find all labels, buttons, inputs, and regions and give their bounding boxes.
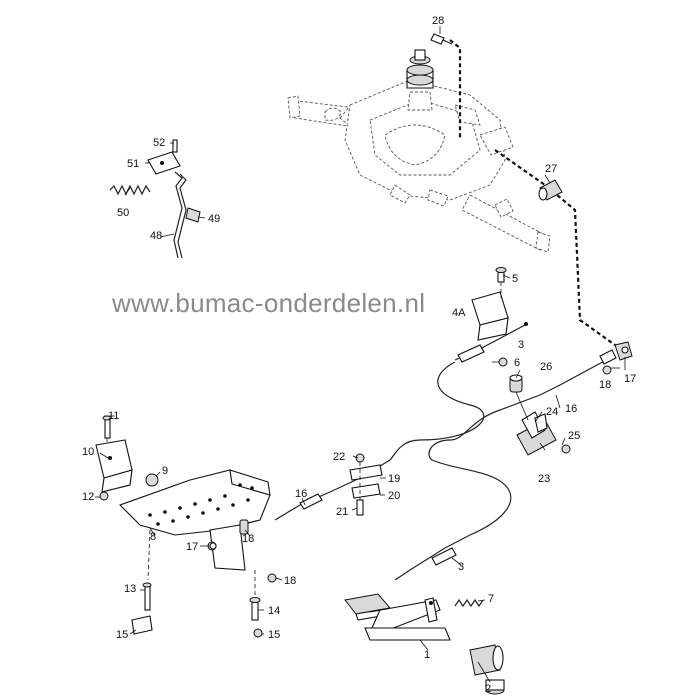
callout-13: 13 [124, 583, 136, 595]
callout-7: 7 [488, 593, 494, 605]
leader-lines [95, 26, 626, 651]
callout-16-left: 16 [295, 488, 307, 500]
foot-plate-part-8 [95, 415, 277, 638]
callout-15-right: 15 [268, 629, 280, 641]
washer-part-18-right [602, 365, 612, 375]
callout-14: 14 [268, 605, 280, 617]
callout-50: 50 [117, 207, 129, 219]
callout-18-top: 18 [242, 533, 254, 545]
callout-19: 19 [388, 473, 400, 485]
callout-10: 10 [82, 446, 94, 458]
callout-6: 6 [514, 357, 520, 369]
callout-17-left: 17 [186, 541, 198, 553]
callout-21: 21 [336, 506, 348, 518]
callout-12: 12 [82, 491, 94, 503]
clevis-part-17-right [614, 341, 633, 361]
rod-assembly-part-48 [109, 139, 201, 259]
callout-24: 24 [546, 406, 558, 418]
cable-clamp-part-19 [349, 453, 383, 516]
callout-52: 52 [153, 137, 165, 149]
brake-pedal-part-1 [344, 593, 505, 695]
callout-22: 22 [333, 451, 345, 463]
callout-25: 25 [568, 430, 580, 442]
callout-11: 11 [108, 410, 119, 422]
callout-18-lower: 18 [284, 575, 296, 587]
pivot-bracket-part-23 [509, 374, 571, 456]
callout-3-upper: 3 [518, 339, 524, 351]
callout-5: 5 [512, 273, 518, 285]
callout-3-lower: 3 [458, 561, 464, 573]
nut-part-6 [498, 357, 508, 367]
callout-26: 26 [540, 361, 552, 373]
callout-1: 1 [424, 649, 430, 661]
callout-16-right: 16 [565, 403, 577, 415]
callout-numbers: 28 27 5 4A 3 6 17 18 26 16 24 25 23 22 1… [82, 15, 636, 695]
callout-9: 9 [162, 465, 168, 477]
clevis-part-17-left [209, 542, 217, 550]
callout-17-right: 17 [624, 373, 636, 385]
brake-cable-assembly [274, 39, 617, 581]
callout-27: 27 [545, 163, 557, 175]
watermark-text: www.bumac-onderdelen.nl [111, 288, 425, 318]
callout-49: 49 [208, 213, 220, 225]
callout-51: 51 [127, 158, 139, 170]
transaxle-drawing [287, 49, 551, 253]
callout-18-right: 18 [599, 379, 611, 391]
callout-23: 23 [538, 473, 550, 485]
callout-2: 2 [485, 683, 491, 695]
callout-20: 20 [388, 490, 400, 502]
callout-4a: 4A [452, 307, 466, 319]
callout-28: 28 [432, 15, 444, 27]
bolt-part-28 [430, 33, 453, 45]
callout-48: 48 [150, 230, 162, 242]
callout-15-left: 15 [116, 629, 128, 641]
callout-8: 8 [150, 531, 156, 543]
bracket-part-4a [471, 267, 509, 341]
